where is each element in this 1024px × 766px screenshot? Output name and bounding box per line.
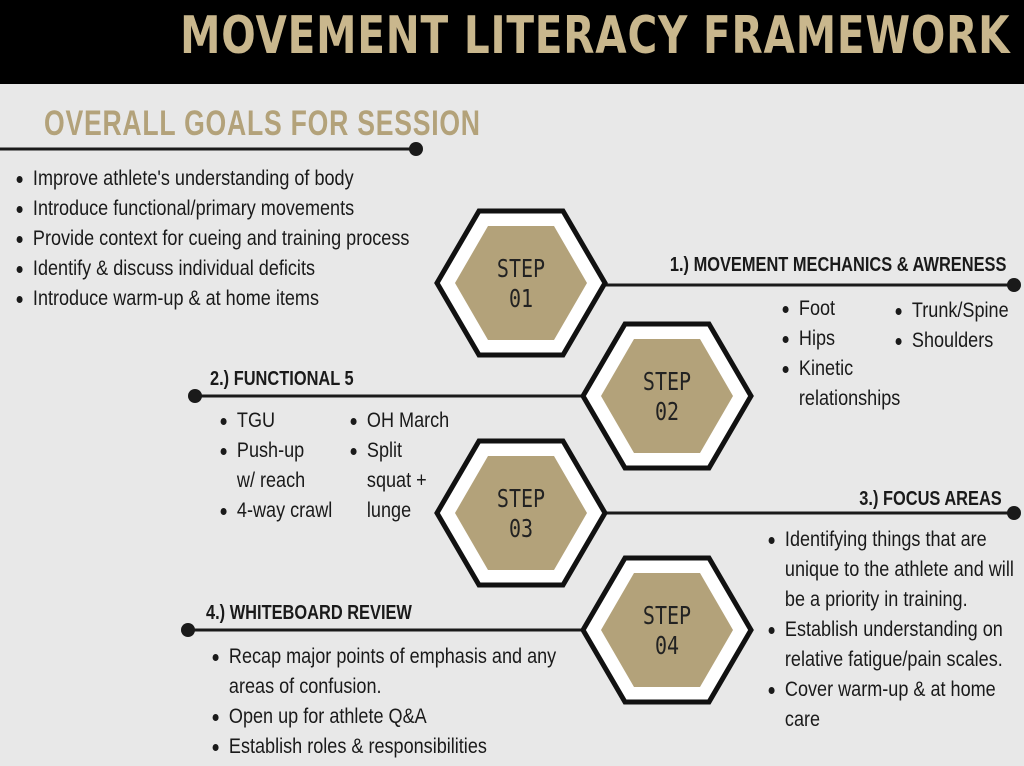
list-item: Establish roles & responsibilities [210, 732, 573, 762]
step-02-heading: 2.) FUNCTIONAL 5 [210, 368, 354, 390]
list-item-text: Establish understanding on relative fati… [784, 618, 1003, 671]
step-03-heading: 3.) FOCUS AREAS [859, 488, 1002, 510]
list-item: 4-way crawl [218, 496, 332, 526]
list-item: Hips [780, 324, 885, 354]
step-01-hexagon [434, 208, 608, 358]
page-title: MOVEMENT LITERACY FRAMEWORK [179, 6, 1010, 66]
step-01-label: STEP 01 [473, 254, 569, 314]
list-item: Foot [780, 294, 885, 324]
step-01-word: STEP [496, 254, 546, 283]
step-02-hexagon [580, 321, 754, 471]
list-item-text: Recap major points of emphasis and any a… [228, 645, 557, 698]
list-item: TGU [218, 406, 332, 436]
step-04-label: STEP 04 [619, 601, 715, 661]
step-02-dot [188, 389, 202, 403]
title-banner: MOVEMENT LITERACY FRAMEWORK [0, 0, 1024, 84]
step-02-list-1: TGU Push-up w/ reach 4-way crawl [218, 406, 332, 526]
list-item: OH March [348, 406, 451, 436]
goals-list: Improve athlete's understanding of body … [14, 164, 409, 314]
list-item: Identifying things that are unique to th… [766, 525, 1015, 615]
step-04-list: Recap major points of emphasis and any a… [210, 642, 573, 762]
step-04-heading: 4.) WHITEBOARD REVIEW [206, 602, 412, 624]
goal-item: Identify & discuss individual deficits [14, 254, 409, 284]
step-03-label: STEP 03 [473, 484, 569, 544]
list-item-text: Kinetic relationships [798, 357, 901, 410]
step-01-list-1: Foot Hips Kinetic relationships [780, 294, 901, 414]
step-02-number: 02 [654, 397, 680, 426]
step-03-list: Identifying things that are unique to th… [766, 525, 1015, 735]
goals-line-dot [409, 142, 423, 156]
step-04-hexagon [580, 555, 754, 705]
list-item-text: Push-up w/ reach [236, 439, 306, 492]
list-item: Open up for athlete Q&A [210, 702, 573, 732]
list-item-text: Split squat + lunge [366, 439, 427, 522]
list-item-text: Identifying things that are unique to th… [784, 528, 1014, 611]
list-item: Cover warm-up & at home care [766, 675, 1015, 735]
step-03-dot [1007, 506, 1021, 520]
step-03-hexagon [434, 438, 608, 588]
list-item: Push-up w/ reach [218, 436, 332, 496]
step-03-word: STEP [496, 484, 546, 513]
goal-item: Introduce functional/primary movements [14, 194, 409, 224]
list-item: Establish understanding on relative fati… [766, 615, 1015, 675]
step-04-dot [181, 623, 195, 637]
step-02-list-2: OH March Split squat + lunge [348, 406, 451, 526]
step-02-word: STEP [642, 367, 692, 396]
list-item: Recap major points of emphasis and any a… [210, 642, 573, 702]
step-01-dot [1007, 278, 1021, 292]
list-item: Trunk/Spine [893, 296, 1009, 326]
list-item: Shoulders [893, 326, 1009, 356]
step-01-number: 01 [508, 284, 534, 313]
goal-item: Provide context for cueing and training … [14, 224, 409, 254]
goal-item: Improve athlete's understanding of body [14, 164, 409, 194]
step-01-list-2: Trunk/Spine Shoulders [893, 296, 1009, 356]
step-04-number: 04 [654, 631, 680, 660]
step-04-word: STEP [642, 601, 692, 630]
step-02-label: STEP 02 [619, 367, 715, 427]
step-03-number: 03 [508, 514, 534, 543]
goal-item: Introduce warm-up & at home items [14, 284, 409, 314]
list-item: Kinetic relationships [780, 354, 901, 414]
list-item: Split squat + lunge [348, 436, 451, 526]
list-item-text: Cover warm-up & at home care [784, 678, 996, 731]
step-01-heading: 1.) MOVEMENT MECHANICS & AWRENESS [669, 254, 1006, 276]
goals-title: OVERALL GOALS FOR SESSION [44, 104, 481, 143]
